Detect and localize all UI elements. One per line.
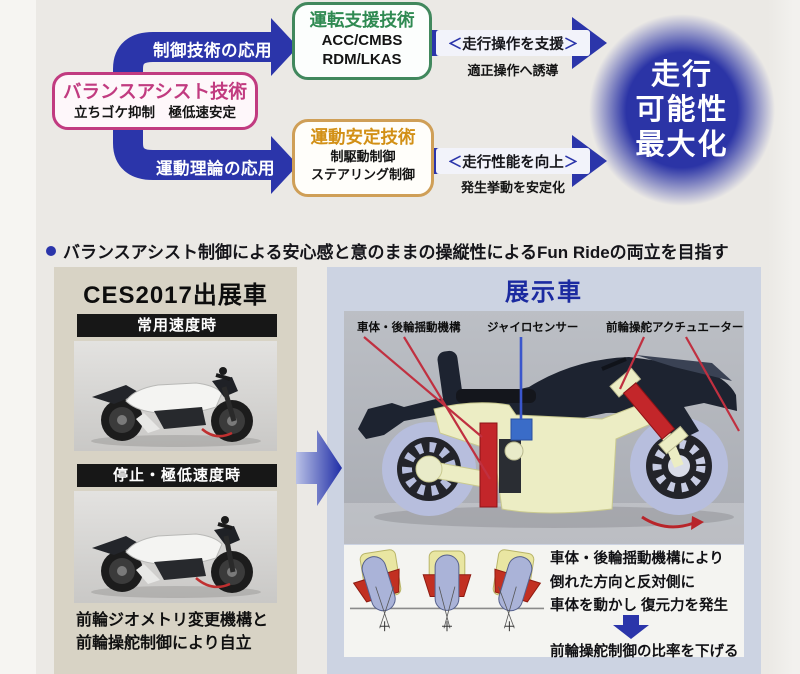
support-top-sub: 適正操作へ誘導 xyxy=(467,63,559,78)
support-top-text: 走行操作を支援 xyxy=(462,36,564,53)
exhibit-panel: 展示車 車体・後輪揺動機構 ジャイロセンサー 前輪操舵アクチュエーター xyxy=(327,267,761,674)
bullet-line: バランスアシスト制御による安心感と意のままの操縦性によるFun Rideの両立を… xyxy=(46,238,766,263)
bracket-open: ＜ xyxy=(447,36,463,53)
motion-stability-title: 運動安定技術 xyxy=(310,127,416,147)
arrowhead-top-icon xyxy=(271,18,298,76)
front-actuator xyxy=(609,367,689,455)
support-bottom-sub: 発生挙動を安定化 xyxy=(460,180,565,195)
balance-assist-title: バランスアシスト技術 xyxy=(63,81,247,102)
goal-line1: 走行 xyxy=(650,58,713,91)
bullet-icon xyxy=(46,246,56,256)
down-arrow-icon xyxy=(613,615,649,639)
label-rear-mechanism: 車体・後輪揺動機構 xyxy=(357,322,461,334)
driving-support-line2: RDM/LKAS xyxy=(322,51,402,68)
photo-margin-left xyxy=(0,0,36,674)
balance-assist-subtitle: 立ちゴケ抑制 極低速安定 xyxy=(74,105,236,120)
steer-motion-arrow xyxy=(641,515,704,530)
arrowhead-bottom-icon xyxy=(271,136,298,194)
caption-line1: 前輪ジオメトリ変更機構と xyxy=(76,612,269,629)
driving-support-title: 運転支援技術 xyxy=(309,10,415,30)
lean-left xyxy=(352,549,402,632)
driving-support-line1: ACC/CMBS xyxy=(321,32,403,49)
mech-line1: 車体・後輪揺動機構により xyxy=(550,551,724,567)
motion-stability-line2: ステアリング制御 xyxy=(310,167,415,182)
exhibit-diagram: 車体・後輪揺動機構 ジャイロセンサー 前輪操舵アクチュエーター xyxy=(344,311,744,544)
bracket-close: ＞ xyxy=(563,154,579,171)
ces2017-title: CES2017出展車 xyxy=(83,282,268,309)
mechanism-result: 前輪操舵制御の比率を下げる xyxy=(550,644,739,660)
lean-diagram-graphic xyxy=(349,549,545,632)
motion-stability-box: 運動安定技術 制駆動制御 ステアリング制御 xyxy=(292,119,434,197)
lean-right xyxy=(492,549,542,632)
photo-stopped xyxy=(74,491,277,603)
motorcycle-photo-graphic xyxy=(91,516,261,598)
mech-line3: 車体を動かし 復元力を発生 xyxy=(550,598,729,614)
bracket-close: ＞ xyxy=(563,36,579,53)
support-bottom-text: 走行性能を向上 xyxy=(462,154,564,171)
gyro-sensor-square xyxy=(510,418,533,441)
driving-support-box: 運転支援技術 ACC/CMBS RDM/LKAS xyxy=(292,2,432,80)
caption-line2: 前輪操舵制御により自立 xyxy=(76,635,252,652)
label-front-actuator: 前輪操舵アクチュエーター xyxy=(606,322,744,334)
normal-speed-bar: 常用速度時 xyxy=(77,314,277,337)
mechanism-text: 車体・後輪揺動機構により 倒れた方向と反対側に 車体を動かし 復元力を発生 xyxy=(550,548,728,619)
rear-actuator xyxy=(479,422,524,508)
arrow-top-label: 制御技術の応用 xyxy=(153,42,272,60)
low-speed-bar: 停止・極低速度時 xyxy=(77,464,277,487)
balance-assist-box: バランスアシスト技術 立ちゴケ抑制 極低速安定 xyxy=(52,72,258,130)
photo-normal-speed xyxy=(74,341,277,451)
ces2017-panel: CES2017出展車 常用速度時 停止・極低速度時 xyxy=(54,267,297,674)
goal-line3: 最大化 xyxy=(635,128,729,161)
exhibit-bike-graphic xyxy=(344,336,744,544)
lean-center xyxy=(422,550,472,632)
motion-stability-line1: 制駆動制御 xyxy=(330,149,396,164)
bracket-open: ＜ xyxy=(447,154,463,171)
mechanism-panel: 車体・後輪揺動機構により 倒れた方向と反対側に 車体を動かし 復元力を発生 前輪… xyxy=(344,545,744,660)
motorcycle-photo-graphic xyxy=(91,367,261,447)
mech-line2: 倒れた方向と反対側に xyxy=(550,574,695,591)
leader-lines xyxy=(363,336,740,480)
support-top-banner: ＜走行操作を支援＞ xyxy=(436,30,590,56)
goal-line2: 可能性 xyxy=(635,93,729,126)
panel-arrow-icon xyxy=(296,430,342,506)
goal-circle: 走行 可能性 最大化 xyxy=(589,14,775,206)
ces2017-caption: 前輪ジオメトリ変更機構と 前輪操舵制御により自立 xyxy=(76,609,268,655)
label-gyro-sensor: ジャイロセンサー xyxy=(487,322,579,334)
exhibit-title: 展示車 xyxy=(505,279,583,306)
bullet-text: バランスアシスト制御による安心感と意のままの操縦性によるFun Rideの両立を… xyxy=(63,243,729,262)
support-bottom-banner: ＜走行性能を向上＞ xyxy=(436,148,590,174)
arrow-bottom-label: 運動理論の応用 xyxy=(156,160,275,178)
